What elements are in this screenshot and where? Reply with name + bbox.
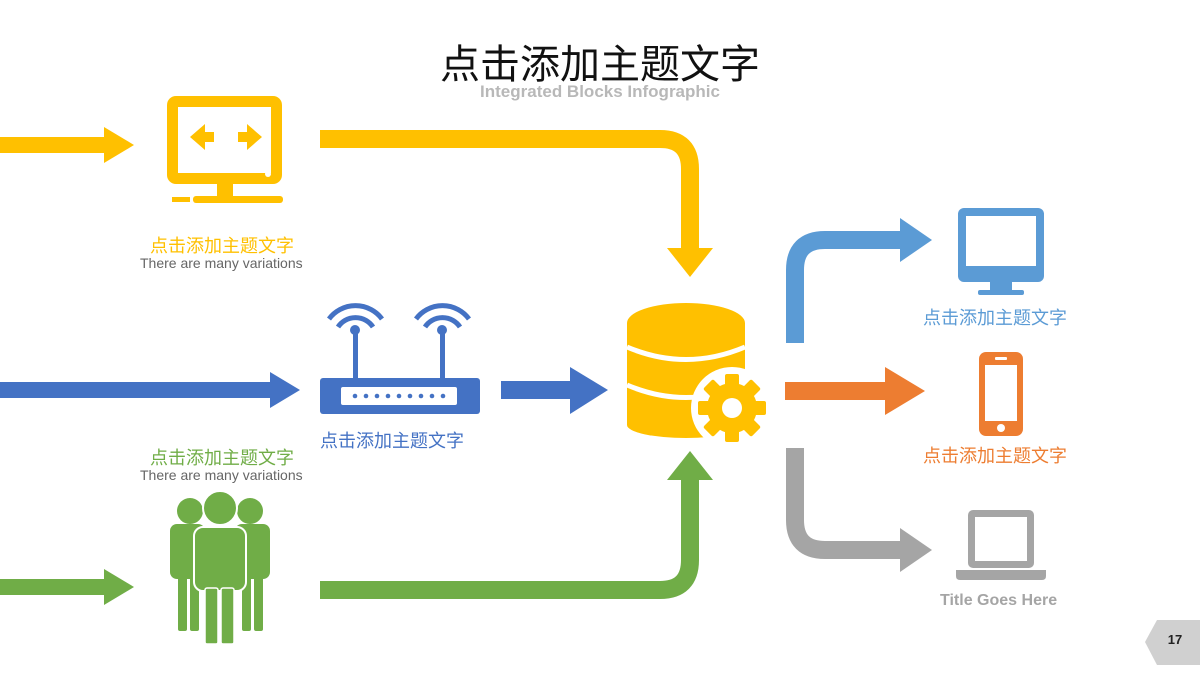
flow-orange — [785, 367, 925, 415]
input-2-label: 点击添加主题文字 — [320, 431, 464, 452]
connector-arrowhead-yellow — [667, 248, 713, 277]
page-subtitle: Integrated Blocks Infographic — [480, 82, 720, 101]
smartphone-icon — [979, 352, 1023, 436]
page-number: 17 — [1167, 632, 1183, 647]
monitor-code-icon — [167, 96, 283, 203]
output-2-label: 点击添加主题文字 — [923, 446, 1067, 467]
left-arrow-blue — [0, 372, 300, 408]
connector-yellow — [320, 130, 699, 250]
input-1-sub: There are many variations — [140, 255, 303, 271]
connector-arrowhead-green — [667, 451, 713, 480]
page-number-tab — [1145, 620, 1200, 665]
flow-yellow — [0, 127, 713, 277]
page-title: 点击添加主题文字 — [440, 42, 760, 88]
left-arrow-green — [0, 569, 134, 605]
output-3-label: Title Goes Here — [940, 592, 1058, 609]
connector-green — [320, 478, 699, 599]
left-arrow-yellow — [0, 127, 134, 163]
database-gear-icon — [626, 303, 773, 449]
laptop-icon — [956, 510, 1046, 580]
output-1-label: 点击添加主题文字 — [923, 308, 1067, 329]
router-to-hub-arrow — [501, 367, 608, 414]
flow-blue — [0, 367, 608, 414]
input-1-label: 点击添加主题文字 — [150, 236, 294, 257]
flow-gray — [786, 448, 932, 572]
desktop-monitor-icon — [958, 208, 1044, 295]
input-3-label: 点击添加主题文字 — [150, 448, 294, 469]
input-3-sub: There are many variations — [140, 467, 303, 483]
flow-green — [0, 451, 713, 605]
router-icon — [320, 303, 480, 414]
people-group-icon — [170, 490, 270, 645]
flow-light-blue — [786, 218, 932, 343]
